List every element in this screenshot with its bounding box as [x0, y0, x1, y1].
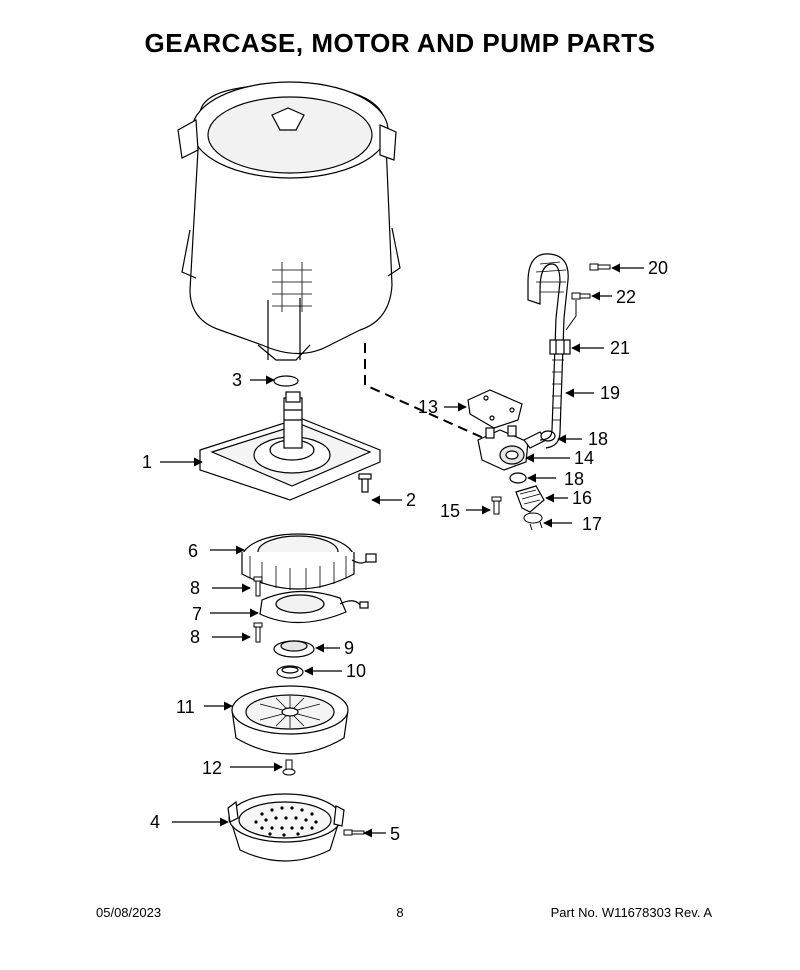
page-title: GEARCASE, MOTOR AND PUMP PARTS	[144, 28, 656, 58]
part-16-hose	[515, 485, 545, 513]
footer-page-number: 8	[396, 905, 404, 920]
callout-5: 5	[390, 824, 400, 844]
part-8-bolt-upper	[253, 576, 263, 597]
callout-4: 4	[150, 812, 160, 832]
part-22-screw	[565, 292, 591, 331]
part-11-rotor	[231, 685, 349, 755]
callout-22: 22	[616, 287, 636, 307]
callout-9: 9	[344, 638, 354, 658]
callout-7: 7	[192, 604, 202, 624]
part-14-pump	[477, 425, 547, 471]
part-10-ring	[276, 665, 304, 679]
callout-16: 16	[572, 488, 592, 508]
assembly-dashed-line	[364, 343, 489, 441]
part-17-clamp	[523, 512, 543, 531]
callout-3: 3	[232, 370, 242, 390]
callout-10: 10	[346, 661, 366, 681]
callout-13: 13	[418, 397, 438, 417]
callout-6: 6	[188, 541, 198, 561]
callout-20: 20	[648, 258, 668, 278]
part-8-bolt-lower	[253, 622, 263, 643]
part-19-drain-hose	[527, 253, 569, 449]
callout-1: 1	[142, 452, 152, 472]
part-1-gearcase	[199, 391, 381, 501]
part-20-screw	[589, 263, 611, 271]
callout-8b: 8	[190, 627, 200, 647]
part-9-bearing	[273, 640, 315, 658]
part-5-screw	[343, 829, 365, 836]
part-21-hose-clip	[549, 339, 571, 355]
part-7-bearing-housing	[259, 590, 369, 624]
callout-labels: 1 2 3 4 5 6 7 8 8 9 10 11 12 13 14 15 16…	[142, 258, 668, 844]
callout-15: 15	[440, 501, 460, 521]
callout-8a: 8	[190, 578, 200, 598]
part-13-bracket	[467, 389, 523, 429]
callout-14: 14	[574, 448, 594, 468]
part-12-bolt	[282, 759, 296, 776]
callout-18a: 18	[588, 429, 608, 449]
callout-19: 19	[600, 383, 620, 403]
outer-tub	[177, 81, 401, 361]
callout-18b: 18	[564, 469, 584, 489]
part-4-shield	[227, 793, 345, 862]
leader-arrows	[160, 263, 644, 838]
callout-21: 21	[610, 338, 630, 358]
part-15-screw	[491, 496, 502, 515]
part-18-clamp-lower	[509, 472, 527, 484]
callout-2: 2	[406, 490, 416, 510]
footer-part-number: Part No. W11678303 Rev. A	[550, 905, 712, 920]
part-3-seal	[273, 375, 299, 387]
callout-11: 11	[176, 697, 195, 717]
footer-date: 05/08/2023	[96, 905, 162, 920]
callout-17: 17	[582, 514, 602, 534]
callout-12: 12	[202, 758, 222, 778]
part-6-stator	[241, 533, 377, 590]
part-2-bolt	[358, 473, 372, 493]
